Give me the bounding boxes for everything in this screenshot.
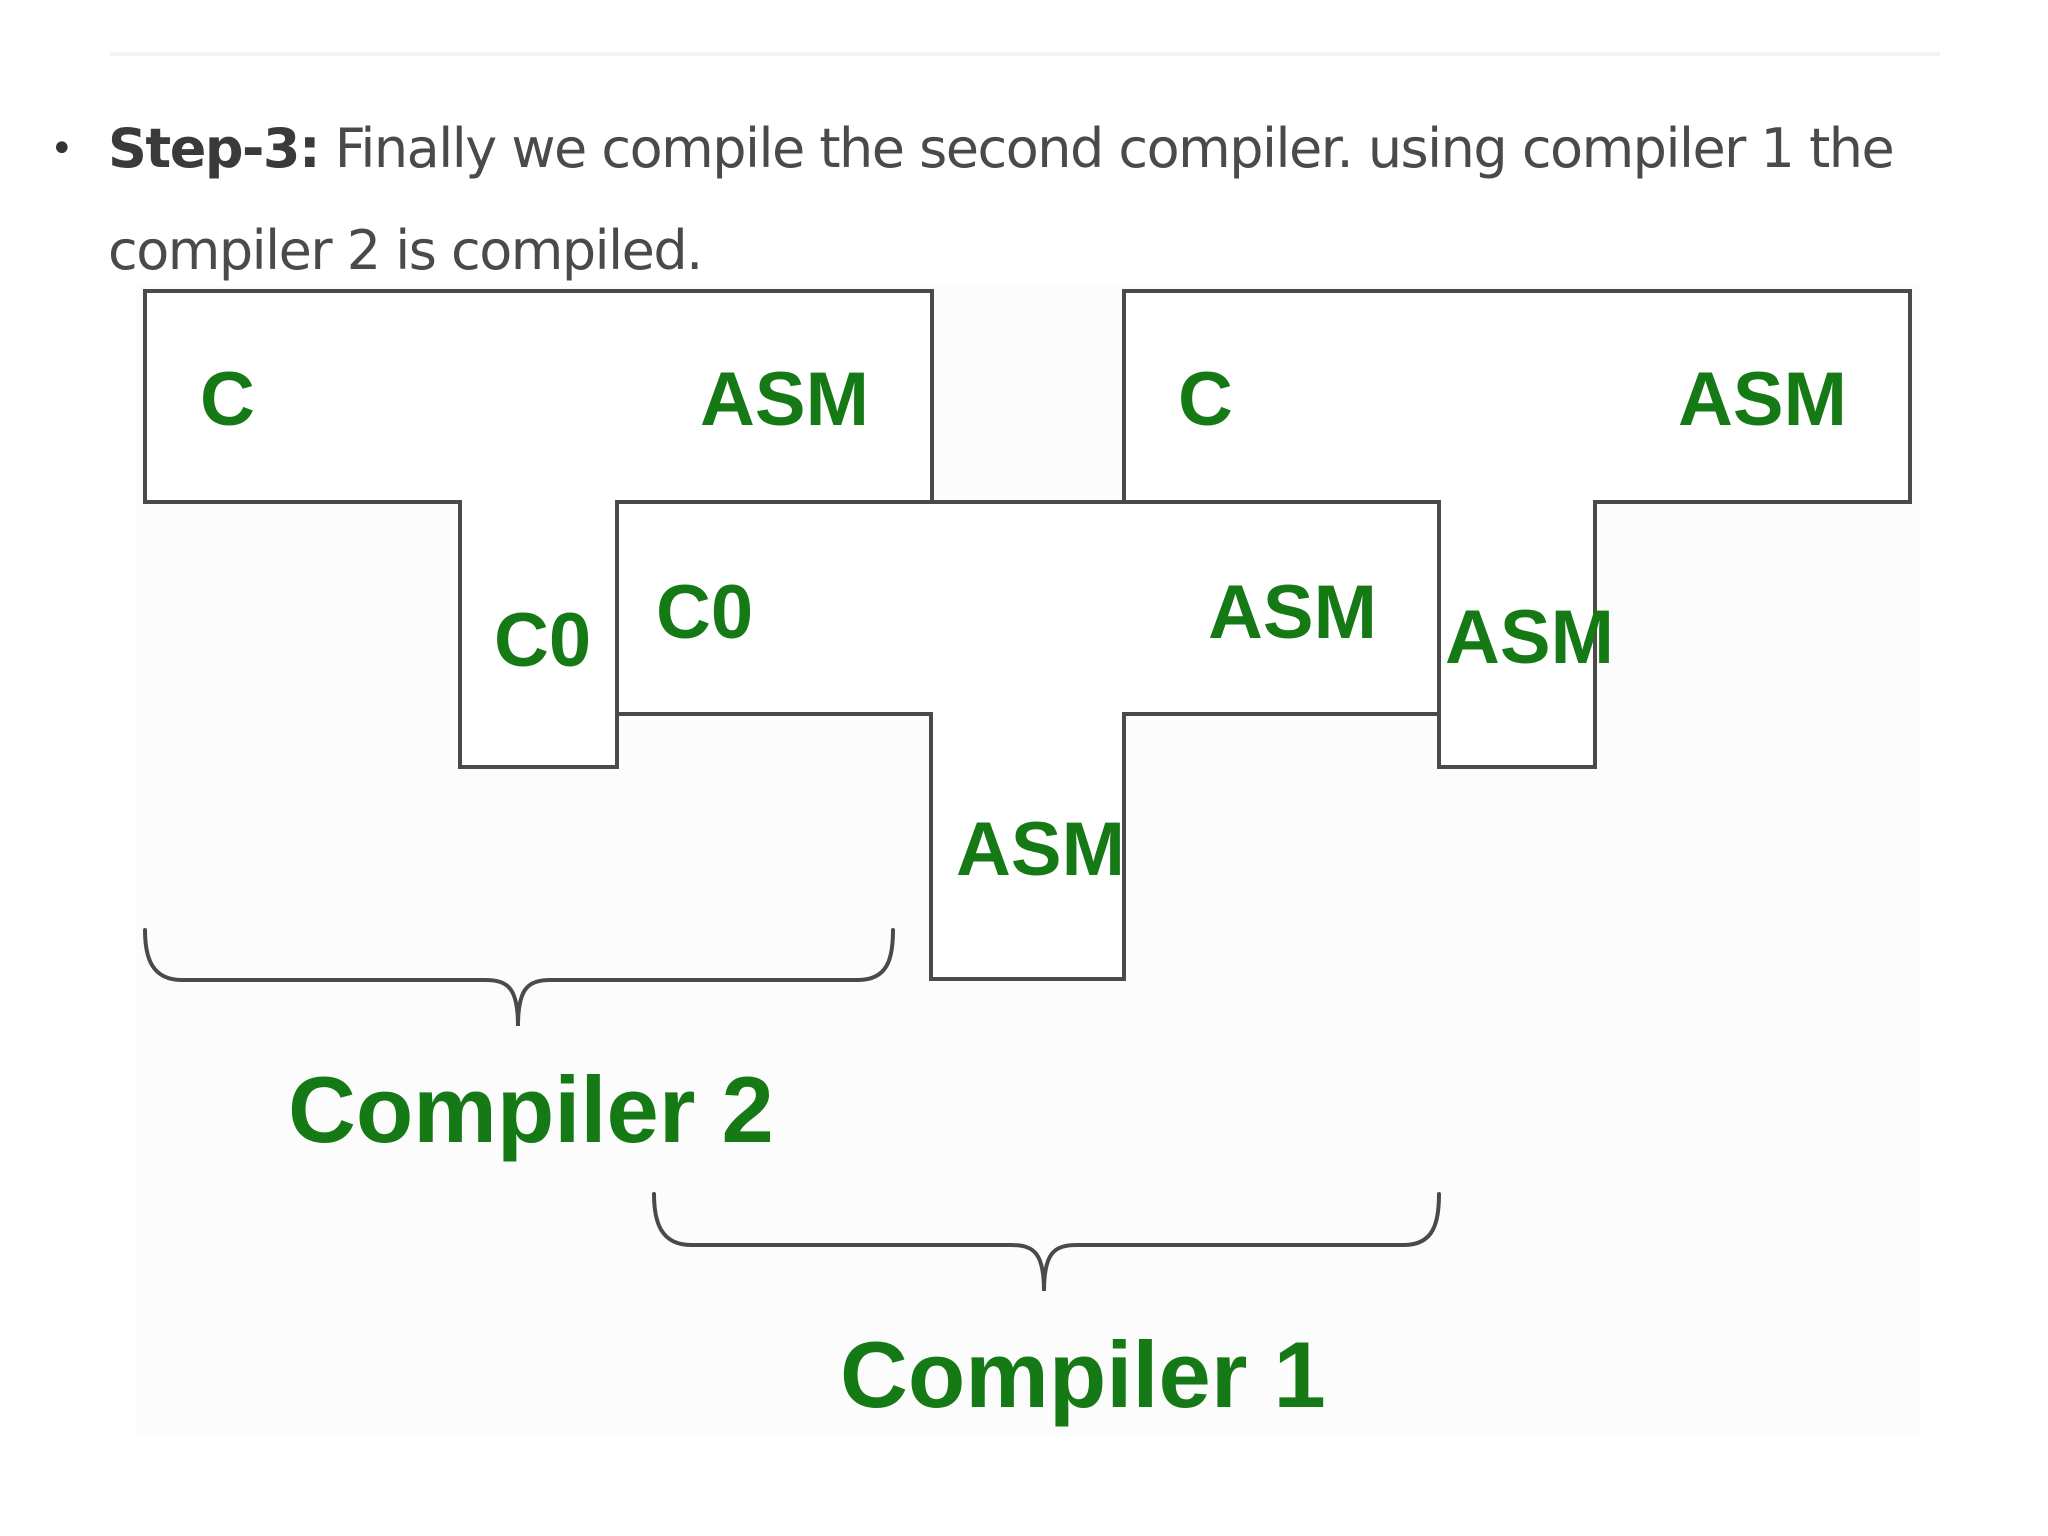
t-diagram-left: C ASM C0	[143, 289, 934, 769]
t-middle-target-label: ASM	[1208, 570, 1377, 655]
t-diagram-middle: C0 ASM ASM	[615, 500, 1441, 981]
t-middle-implementation-label: ASM	[956, 807, 1125, 892]
t-right-implementation-label: ASM	[1445, 595, 1614, 680]
step-3-text: Step-3: Finally we compile the second co…	[108, 98, 1930, 302]
compiler-2-label: Compiler 2	[288, 1057, 774, 1162]
t-diagram-middle-shape	[615, 500, 1441, 981]
t-left-target-label: ASM	[700, 357, 869, 442]
t-left-implementation-label: C0	[494, 598, 591, 683]
t-right-source-label: C	[1178, 357, 1233, 442]
compiler-2-brace: Compiler 2	[143, 928, 895, 1162]
t-left-source-label: C	[200, 357, 255, 442]
t-diagram-left-shape	[143, 289, 934, 769]
step-3-bullet: • Step-3: Finally we compile the second …	[50, 98, 1930, 302]
step-3-description: Finally we compile the second compiler. …	[108, 117, 1895, 282]
compiler-1-label: Compiler 1	[840, 1322, 1326, 1427]
t-middle-source-label: C0	[656, 570, 753, 655]
bullet-icon: •	[50, 126, 74, 172]
t-diagram-right: C ASM ASM	[1122, 289, 1912, 769]
compiler-1-brace-shape	[652, 1192, 1441, 1292]
compiler-2-brace-shape	[143, 928, 895, 1027]
top-divider	[110, 52, 1940, 56]
step-3-label: Step-3:	[108, 117, 321, 180]
compiler-1-brace: Compiler 1	[652, 1192, 1441, 1427]
t-right-target-label: ASM	[1678, 357, 1847, 442]
